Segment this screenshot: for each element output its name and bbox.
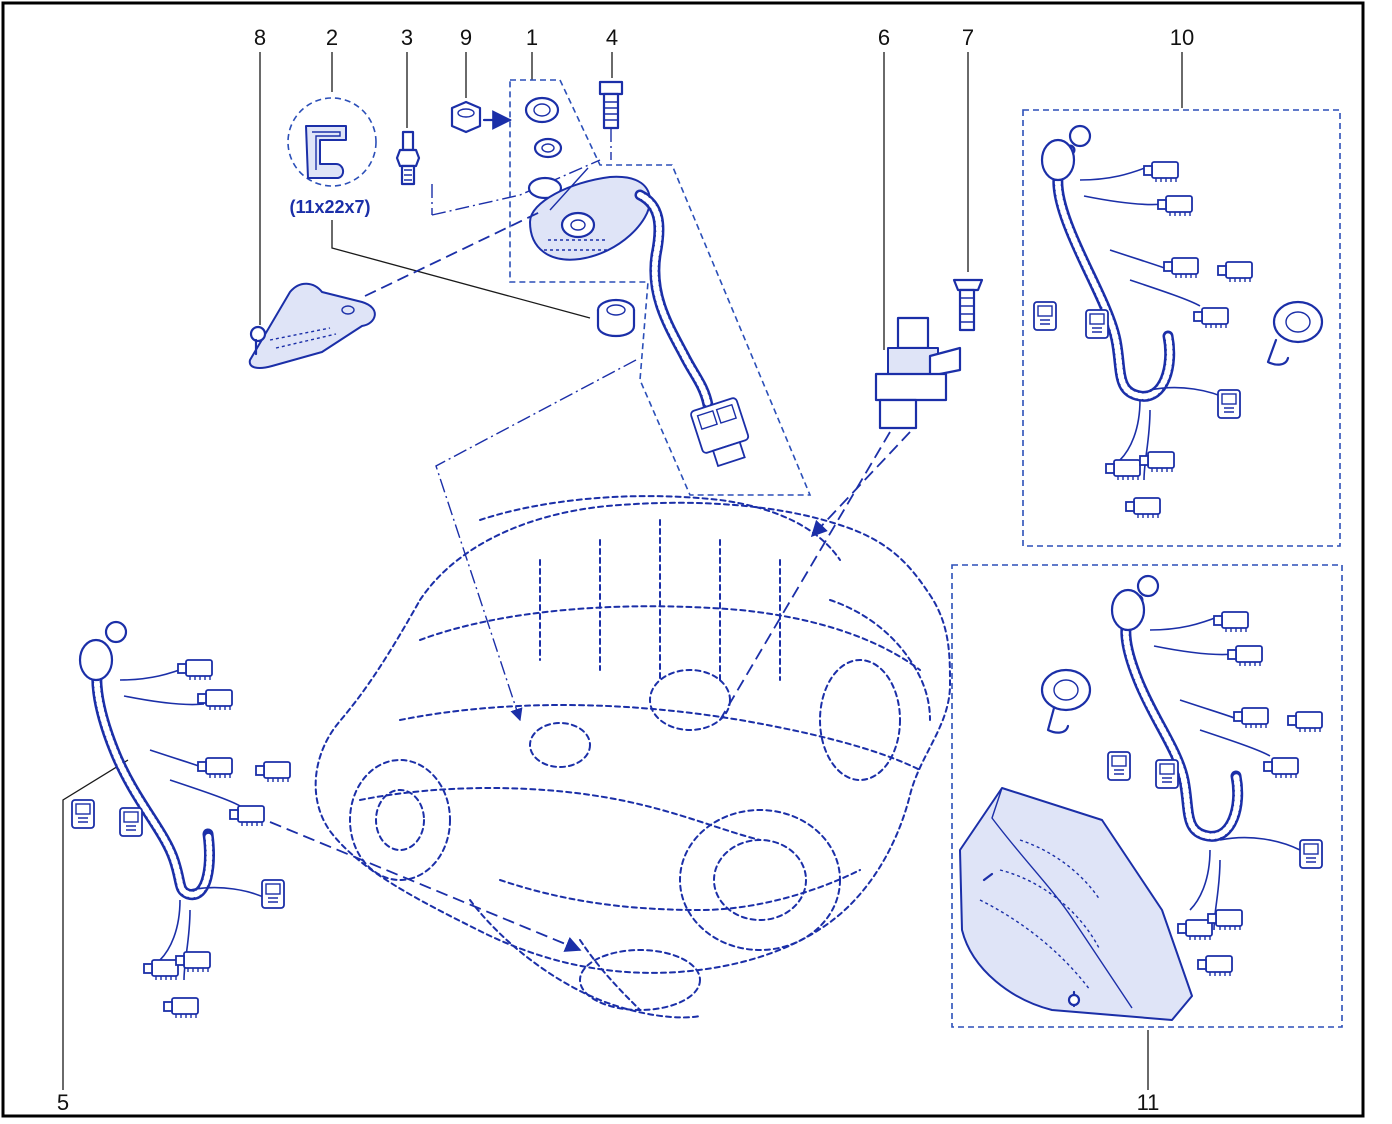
part-3-stud: [395, 130, 601, 216]
part-4-bolt: [598, 80, 624, 160]
part-11-harness-pan-kit: [951, 564, 1343, 1028]
part-9-nut: [450, 100, 512, 134]
callout-9: 9: [460, 25, 472, 50]
part-7-bolt: [952, 278, 984, 332]
callout-11: 11: [1137, 1090, 1160, 1115]
part-10-harness-kit: [1022, 109, 1341, 547]
callout-5: 5: [57, 1090, 69, 1115]
seal-detail: (11x22x7): [287, 97, 377, 217]
part-5-harness: [71, 620, 582, 1019]
callout-10: 10: [1170, 25, 1194, 50]
part-8-bracket: [248, 211, 541, 369]
bushing: [435, 298, 637, 722]
callout-4: 4: [606, 25, 618, 50]
oil-pan: [959, 787, 1193, 1021]
callout-7: 7: [962, 25, 974, 50]
callout-6: 6: [878, 25, 890, 50]
callout-1: 1: [526, 25, 538, 50]
callout-labels: 8 2 3 9 1 4 6 7 10 5 11: [57, 25, 1194, 1115]
part-1-switch-group: [509, 79, 812, 496]
solenoid-11: [1040, 668, 1092, 734]
solenoid-10: [1266, 300, 1324, 366]
callout-8: 8: [254, 25, 266, 50]
part-6-sensor: [719, 316, 962, 721]
callout-2: 2: [326, 25, 338, 50]
transmission-ghost: [314, 495, 952, 1019]
leader-lines: [62, 52, 1183, 1090]
callout-3: 3: [401, 25, 413, 50]
seal-dimension-label: (11x22x7): [289, 197, 370, 217]
